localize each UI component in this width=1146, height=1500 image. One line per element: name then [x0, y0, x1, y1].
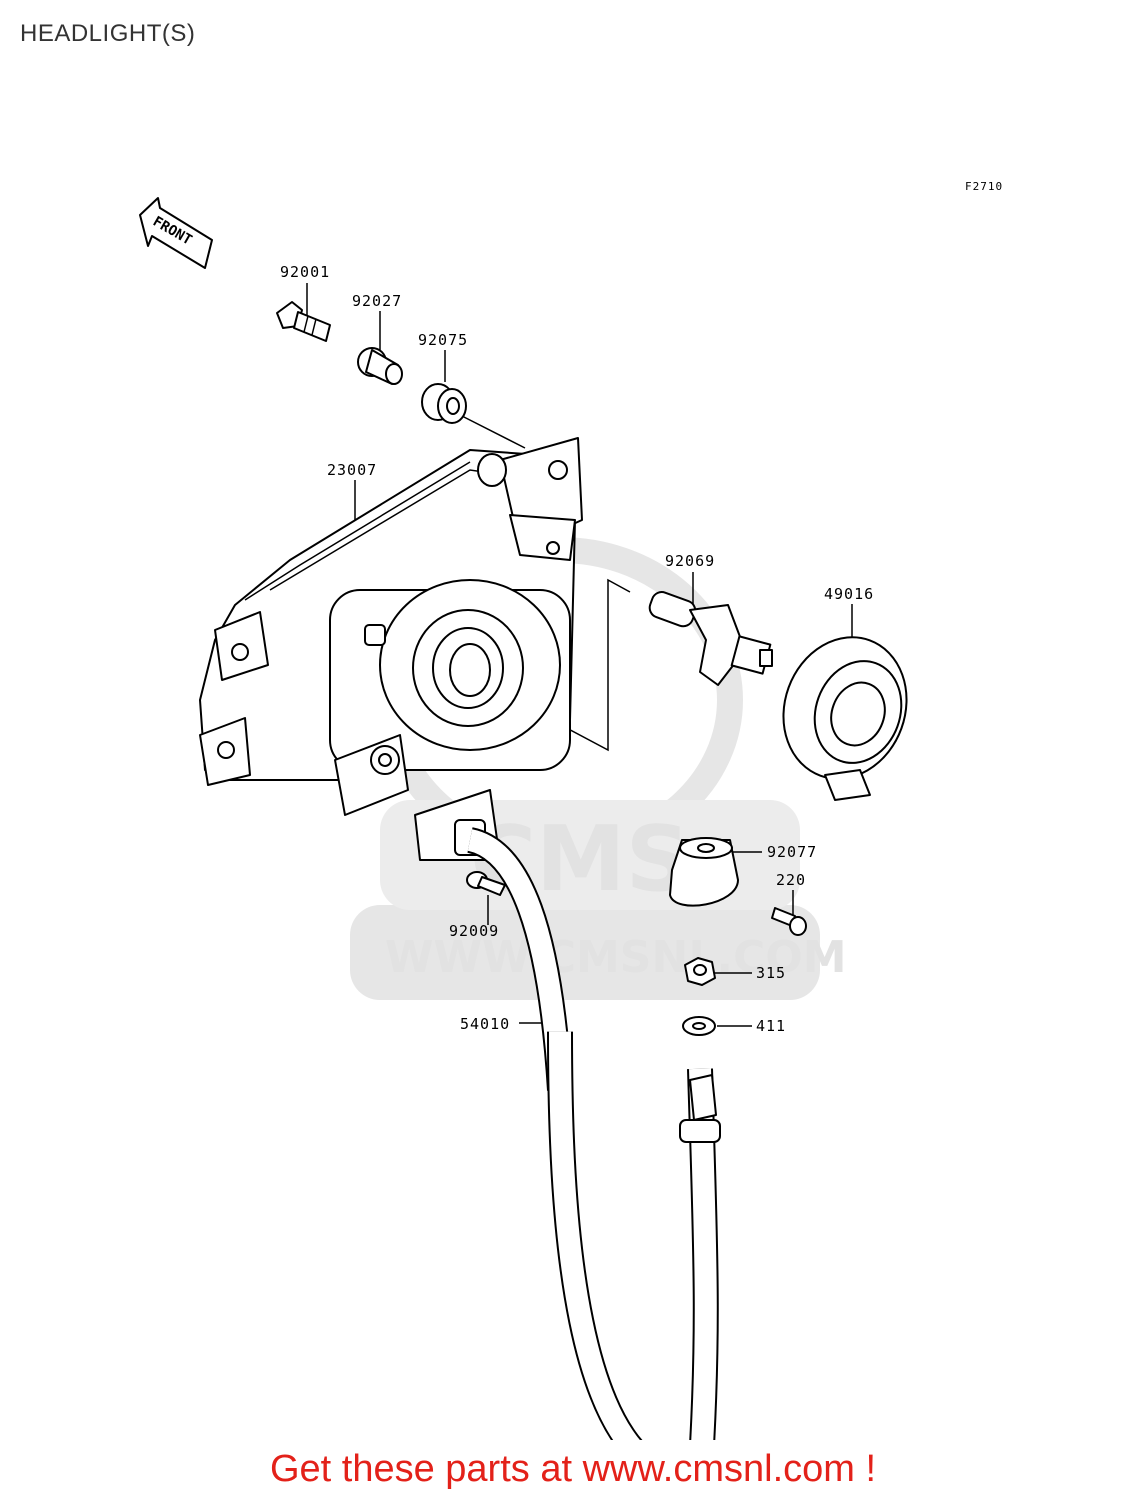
- figure-code: F2710: [965, 180, 1003, 193]
- part-92001-bolt: [276, 301, 331, 342]
- part-labels: 92001 92027 92075 23007 92069 49016 9207…: [280, 263, 874, 1035]
- label-220: 220: [776, 871, 806, 889]
- part-92027-collar: [357, 347, 403, 385]
- label-315: 315: [756, 964, 786, 982]
- part-92077-knob: [669, 837, 739, 907]
- front-arrow-icon: FRONT: [139, 197, 213, 269]
- get-parts-link[interactable]: Get these parts at www.cmsnl.com !: [269, 1448, 877, 1490]
- label-92001: 92001: [280, 263, 330, 281]
- label-49016: 49016: [824, 585, 874, 603]
- label-92027: 92027: [352, 292, 402, 310]
- part-92075-grommet: [421, 383, 467, 424]
- part-315-nut: [684, 957, 716, 986]
- cmsnl-watermark: CMS WWW.CMSNL.COM: [350, 537, 847, 1000]
- page-title: HEADLIGHT(S): [20, 20, 196, 47]
- label-92069: 92069: [665, 552, 715, 570]
- part-23007-headlight-unit: [199, 437, 583, 816]
- part-92009-screw: [466, 871, 506, 896]
- part-92069-bulb: [648, 591, 773, 686]
- label-411: 411: [756, 1017, 786, 1035]
- label-92075: 92075: [418, 331, 468, 349]
- label-92009: 92009: [449, 922, 499, 940]
- watermark-url: WWW.CMSNL.COM: [385, 932, 847, 983]
- part-54010-adjuster-cable: [466, 827, 721, 1440]
- part-49016-socket-cover: [782, 636, 908, 801]
- part-220-screw: [771, 907, 807, 936]
- label-92077: 92077: [767, 843, 817, 861]
- headlight-exploded-diagram: CMS WWW.CMSNL.COM F2710 FRONT: [139, 180, 1003, 1440]
- label-54010: 54010: [460, 1015, 510, 1033]
- part-411-washer: [682, 1016, 716, 1036]
- label-23007: 23007: [327, 461, 377, 479]
